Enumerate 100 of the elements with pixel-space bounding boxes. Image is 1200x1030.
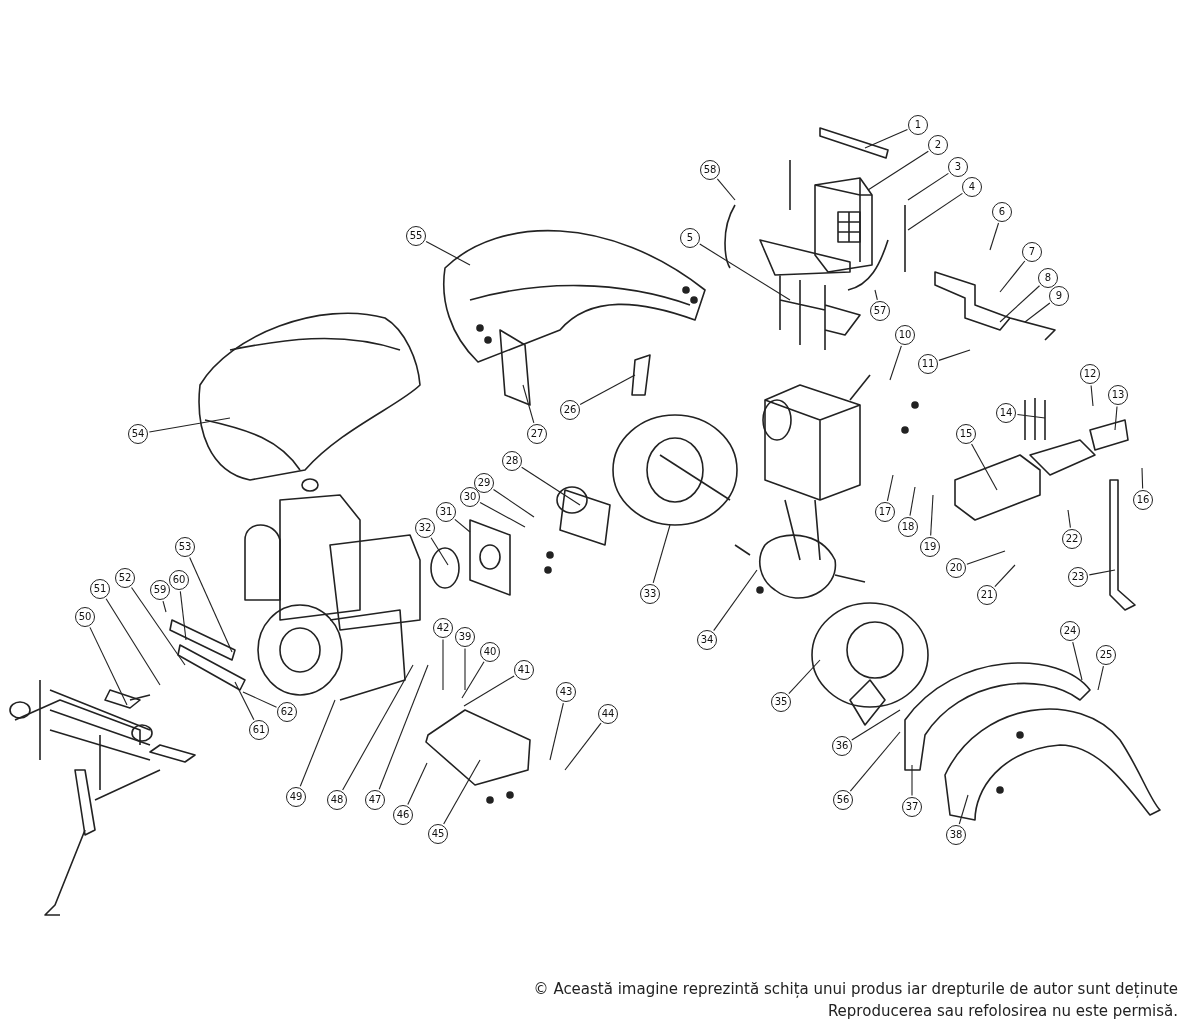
- callout-number: 15: [956, 424, 976, 444]
- callout-number: 21: [977, 585, 997, 605]
- leader-line: [938, 349, 971, 361]
- leader-line: [958, 794, 969, 825]
- callout-number: 46: [393, 805, 413, 825]
- copyright-note: © Această imagine reprezintă schița unui produs iar drepturile de autor sunt deținute: [533, 980, 1178, 998]
- leader-line: [1141, 467, 1144, 490]
- leader-line: [1024, 302, 1051, 323]
- callout-number: 40: [480, 642, 500, 662]
- leader-line: [989, 222, 1000, 251]
- leader-line: [454, 518, 471, 533]
- callout-number: 26: [560, 400, 580, 420]
- leader-line: [521, 466, 581, 506]
- leader-line: [886, 474, 894, 502]
- callout-number: 17: [875, 502, 895, 522]
- leader-line: [1016, 413, 1046, 419]
- leader-line: [930, 494, 934, 537]
- callout-number: 43: [556, 682, 576, 702]
- callout-number: 55: [406, 226, 426, 246]
- callout-number: 13: [1108, 385, 1128, 405]
- callout-number: 33: [640, 584, 660, 604]
- callout-number: 58: [700, 160, 720, 180]
- callout-number: 47: [365, 790, 385, 810]
- callout-number: 57: [870, 301, 890, 321]
- leader-line: [378, 664, 429, 790]
- callout-number: 52: [115, 568, 135, 588]
- leader-line: [89, 626, 128, 706]
- leader-line: [342, 664, 414, 791]
- leader-line: [234, 681, 255, 721]
- leader-line: [1090, 384, 1094, 407]
- leader-line: [907, 192, 963, 231]
- leader-line: [148, 417, 231, 433]
- leader-line: [907, 172, 949, 201]
- callout-number: 48: [327, 790, 347, 810]
- copyright-note: Reproducerea sau refolosirea nu este permisă.: [827, 1002, 1178, 1020]
- leader-line: [461, 661, 485, 699]
- leader-line: [564, 722, 602, 771]
- leader-line: [443, 759, 481, 825]
- callout-number: 7: [1022, 242, 1042, 262]
- callout-number: 54: [128, 424, 148, 444]
- leader-line: [889, 345, 902, 381]
- callout-number: 37: [902, 797, 922, 817]
- leader-line: [652, 524, 671, 584]
- callout-number: 29: [474, 473, 494, 493]
- callout-number: 22: [1062, 529, 1082, 549]
- callout-number: 25: [1096, 645, 1116, 665]
- callout-number: 10: [895, 325, 915, 345]
- leader-line: [189, 556, 233, 653]
- callout-number: 27: [527, 424, 547, 444]
- callout-number: 30: [460, 487, 480, 507]
- leader-line: [849, 731, 901, 792]
- leader-line: [699, 243, 791, 301]
- callout-number: 53: [175, 537, 195, 557]
- callout-number: 24: [1060, 621, 1080, 641]
- leader-line: [911, 764, 913, 797]
- callout-number: 38: [946, 825, 966, 845]
- callout-number: 44: [598, 704, 618, 724]
- callout-number: 18: [898, 517, 918, 537]
- callout-number: 39: [455, 627, 475, 647]
- leader-line: [999, 260, 1026, 293]
- leader-line: [479, 501, 526, 528]
- callout-number: 56: [833, 790, 853, 810]
- callout-number: 59: [150, 580, 170, 600]
- callout-number: 51: [90, 579, 110, 599]
- callout-number: 28: [502, 451, 522, 471]
- leader-line: [1114, 405, 1118, 431]
- leader-line: [579, 374, 636, 406]
- callout-number: 12: [1080, 364, 1100, 384]
- leader-line: [874, 289, 878, 301]
- callout-number: 32: [415, 518, 435, 538]
- callout-number: 19: [920, 537, 940, 557]
- leader-line: [864, 129, 908, 149]
- leader-line: [442, 638, 444, 691]
- leader-line: [851, 709, 901, 741]
- callout-number: 9: [1049, 286, 1069, 306]
- callout-number: 4: [962, 177, 982, 197]
- leader-line: [867, 150, 929, 191]
- leader-line: [242, 691, 278, 708]
- callout-number: 20: [946, 558, 966, 578]
- callout-number: 62: [277, 702, 297, 722]
- callout-number: 11: [918, 354, 938, 374]
- leader-line: [788, 659, 821, 695]
- leader-line: [463, 675, 515, 707]
- callout-number: 6: [992, 202, 1012, 222]
- callout-number: 31: [436, 502, 456, 522]
- callout-number: 36: [832, 736, 852, 756]
- leader-line: [1088, 569, 1116, 576]
- leader-line: [407, 762, 428, 806]
- leader-line: [105, 598, 161, 686]
- leader-line: [994, 564, 1016, 588]
- leader-line: [909, 486, 916, 517]
- leader-line: [179, 590, 187, 641]
- callout-number: 14: [996, 403, 1016, 423]
- callout-number: 61: [249, 720, 269, 740]
- callout-number: 60: [169, 570, 189, 590]
- leader-line: [549, 702, 564, 761]
- callout-number: 16: [1133, 490, 1153, 510]
- callout-number: 5: [680, 228, 700, 248]
- callout-number: 34: [697, 630, 717, 650]
- callout-number: 8: [1038, 268, 1058, 288]
